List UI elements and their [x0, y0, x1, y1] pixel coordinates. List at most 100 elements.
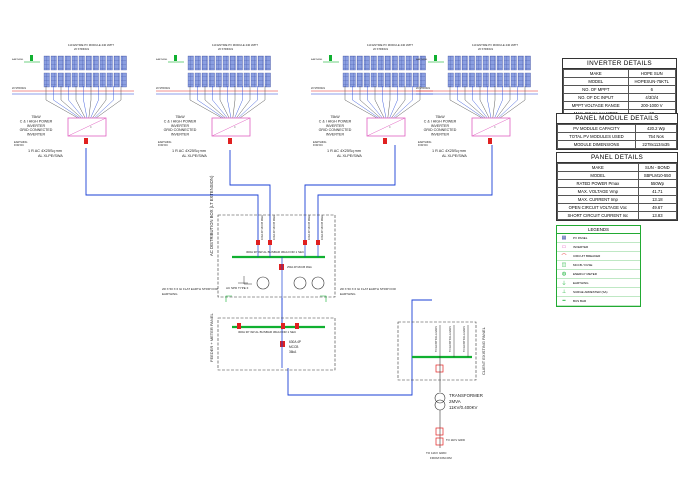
- pv-panel: [370, 55, 377, 71]
- ac-cable-label-2: AL XLPE/SWA: [442, 154, 467, 158]
- legend-item: ⌒CIRCUIT BREAKER: [557, 252, 640, 261]
- legend-label: PV PANEL: [573, 236, 588, 240]
- row-value: 13.18: [637, 195, 678, 204]
- pv-panel: [113, 55, 120, 71]
- inverter-label-2: INVERTER: [326, 124, 345, 128]
- string-label: 110 ENTIRE PV MODULE 440 W/PT: [472, 43, 518, 47]
- pv-panel: [524, 55, 531, 71]
- earthing-label-2: FOR DC: [418, 143, 428, 147]
- acdb-earth-2: EARTHING: [162, 292, 178, 296]
- pv-panel: [229, 55, 236, 71]
- legend-symbol-icon: ━: [562, 298, 566, 304]
- earth-tower-icon: [434, 55, 437, 61]
- pv-panel: [377, 72, 384, 88]
- row-value: 49.67: [637, 203, 678, 212]
- ac-cable-label-1: 1 R AC 4X25Sq mm: [327, 149, 361, 153]
- inverter-label-3: GRID CONNECTED: [20, 128, 53, 132]
- pv-panel: [215, 72, 222, 88]
- pv-panel: [356, 55, 363, 71]
- inverter-label-0: 75kW: [175, 115, 185, 119]
- pv-panel: [78, 72, 85, 88]
- pv-panel: [517, 72, 524, 88]
- pv-panel: [222, 55, 229, 71]
- dc-cable-label: 20 STRINGS: [156, 87, 170, 90]
- acdb-incomer-label: 100A 4P MCCB 36kA: [272, 215, 276, 240]
- ac-cable-label-2: AL XLPE/SWA: [182, 154, 207, 158]
- row-value: 550Wp: [637, 179, 678, 188]
- pv-panel: [475, 55, 482, 71]
- pv-panel: [363, 55, 370, 71]
- pv-panel: [71, 72, 78, 88]
- ac-cable-routing: [85, 145, 493, 396]
- pv-panel: [391, 55, 398, 71]
- earth-tower-icon: [30, 55, 33, 61]
- inverter-symbol: ≈: [494, 125, 496, 129]
- inverter-ac-breaker: [84, 138, 88, 144]
- pv-panel: [243, 55, 250, 71]
- acdb-incomer-label: 100A 4P MCCB 36kA: [320, 215, 324, 240]
- legend-label: BUS BAR: [573, 299, 587, 303]
- pv-panel: [468, 55, 475, 71]
- inverter-icon: [67, 117, 107, 137]
- pv-panel: [356, 72, 363, 88]
- pv-panel: [257, 72, 264, 88]
- legend-symbol-icon: ▭: [561, 244, 567, 250]
- pv-panel: [447, 72, 454, 88]
- row-label: MAKE: [563, 69, 629, 78]
- pv-panel: [85, 55, 92, 71]
- pv-panel: [99, 72, 106, 88]
- pv-panel: [349, 55, 356, 71]
- pv-panel: [57, 55, 64, 71]
- inverter-ac-breaker: [383, 138, 387, 144]
- pv-panel: [419, 55, 426, 71]
- inverter-icon: [211, 117, 251, 137]
- feeder-label: FEEDER + METER PANEL: [209, 313, 214, 362]
- pv-panel: [120, 72, 127, 88]
- legend-item: ━ BUS BAR: [557, 297, 640, 306]
- pv-panel: [342, 72, 349, 88]
- string-label: 110 ENTIRE PV MODULE 440 W/PT: [367, 43, 413, 47]
- pv-panel: [201, 55, 208, 71]
- pv-panel: [50, 72, 57, 88]
- inverter-icon: [366, 117, 406, 137]
- pv-panel: [510, 72, 517, 88]
- legend-symbol-icon: ⊥: [561, 289, 567, 295]
- pv-panel: [92, 55, 99, 71]
- pv-panel: [222, 72, 229, 88]
- pv-panel: [120, 55, 127, 71]
- pv-panel: [503, 55, 510, 71]
- pv-panel: [398, 72, 405, 88]
- ac-cable-label-2: AL XLPE/SWA: [38, 154, 63, 158]
- legend-item: ⏚EARTHING: [557, 279, 640, 288]
- grid-label-2: TO 11KV GRID: [426, 451, 447, 455]
- inverter-symbol: ≈: [389, 125, 391, 129]
- ac-cable-label-1: 1 R AC 4X25Sq mm: [28, 149, 62, 153]
- pv-panel: [489, 72, 496, 88]
- legend-item: ◫MCCB / FUSE: [557, 261, 640, 270]
- pv-panel: [236, 72, 243, 88]
- pv-panel: [342, 55, 349, 71]
- pv-panel: [257, 55, 264, 71]
- pv-panel: [85, 72, 92, 88]
- row-label: SHORT CIRCUIT CURRENT Isc: [557, 211, 639, 220]
- inverter-icon: [471, 117, 511, 137]
- pv-panel: [236, 55, 243, 71]
- row-label: MPPT VOLTAGE RANGE: [563, 101, 629, 110]
- mppt-label: 20 STRINGS: [218, 47, 233, 51]
- pv-panel: [363, 72, 370, 88]
- pv-panel: [412, 55, 419, 71]
- earthing-label: EARTHING: [418, 140, 431, 144]
- mppt-label: 20 STRINGS: [478, 47, 493, 51]
